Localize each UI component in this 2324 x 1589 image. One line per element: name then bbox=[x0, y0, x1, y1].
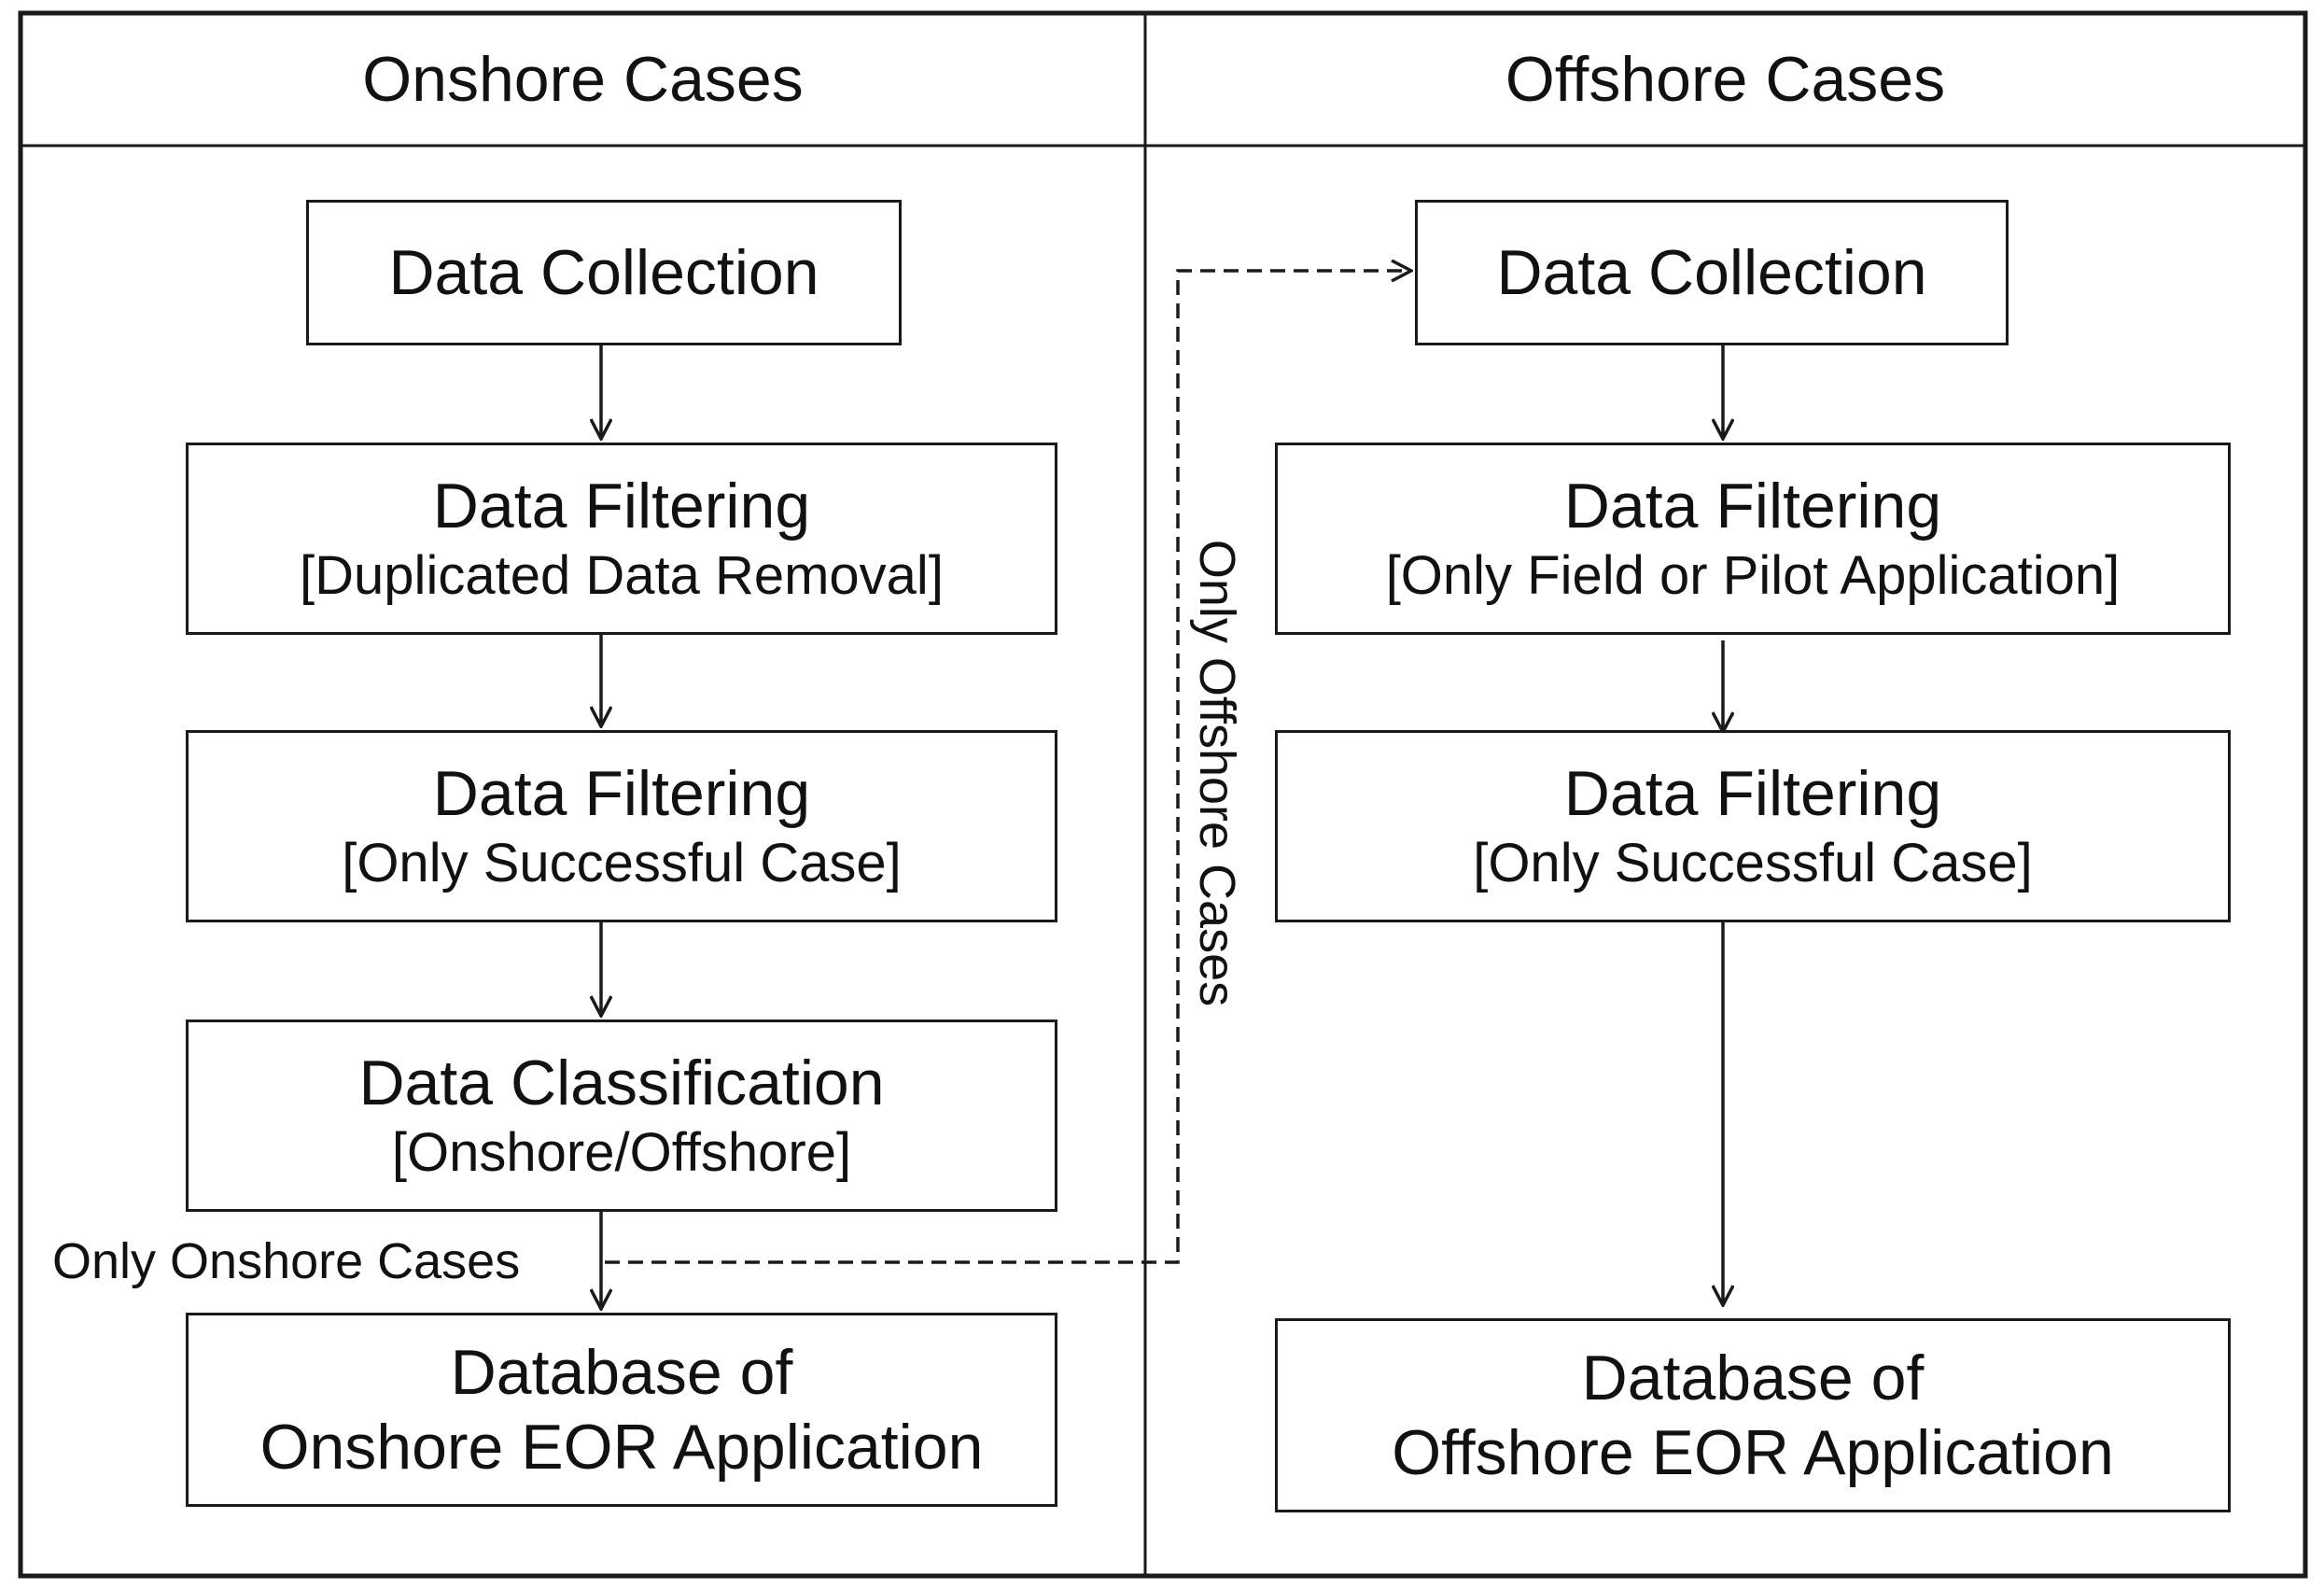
dashed-connector-offshore bbox=[605, 271, 1411, 1264]
onshore-filter-success-box: Data Filtering [Only Successful Case] bbox=[186, 730, 1057, 922]
offshore-data-collection-label: Data Collection bbox=[1496, 236, 1927, 308]
offshore-filter2-title: Data Filtering bbox=[1563, 758, 1942, 830]
offshore-filter1-title: Data Filtering bbox=[1563, 471, 1942, 542]
offshore-filter1-subtitle: [Only Field or Pilot Application] bbox=[1385, 545, 2121, 607]
onshore-filter-duplicates-box: Data Filtering [Duplicated Data Removal] bbox=[186, 443, 1057, 635]
only-onshore-label: Only Onshore Cases bbox=[52, 1233, 521, 1289]
onshore-data-collection-label: Data Collection bbox=[388, 236, 819, 308]
onshore-database-line2: Onshore EOR Application bbox=[259, 1412, 984, 1483]
onshore-filter2-subtitle: [Only Successful Case] bbox=[342, 833, 902, 894]
onshore-database-line1: Database of bbox=[450, 1336, 793, 1408]
onshore-data-collection-box: Data Collection bbox=[306, 200, 902, 345]
classification-subtitle: [Onshore/Offshore] bbox=[391, 1122, 852, 1184]
onshore-filter1-subtitle: [Duplicated Data Removal] bbox=[300, 545, 944, 607]
outer-frame bbox=[18, 10, 2308, 1579]
onshore-database-box: Database of Onshore EOR Application bbox=[186, 1313, 1057, 1507]
only-offshore-label: Only Offshore Cases bbox=[1189, 539, 1245, 1007]
classification-title: Data Classification bbox=[358, 1048, 885, 1119]
header-offshore: Offshore Cases bbox=[1505, 44, 1946, 115]
offshore-database-box: Database of Offshore EOR Application bbox=[1275, 1318, 2231, 1512]
onshore-filter2-title: Data Filtering bbox=[432, 758, 811, 830]
offshore-filter-success-box: Data Filtering [Only Successful Case] bbox=[1275, 730, 2231, 922]
offshore-filter-field-box: Data Filtering [Only Field or Pilot Appl… bbox=[1275, 443, 2231, 635]
offshore-database-line1: Database of bbox=[1581, 1342, 1925, 1413]
onshore-filter1-title: Data Filtering bbox=[432, 471, 811, 542]
header-onshore: Onshore Cases bbox=[362, 44, 804, 115]
offshore-filter2-subtitle: [Only Successful Case] bbox=[1473, 833, 2033, 894]
offshore-database-line2: Offshore EOR Application bbox=[1392, 1417, 2114, 1488]
onshore-classification-box: Data Classification [Onshore/Offshore] bbox=[186, 1019, 1057, 1212]
offshore-data-collection-box: Data Collection bbox=[1415, 200, 2009, 345]
